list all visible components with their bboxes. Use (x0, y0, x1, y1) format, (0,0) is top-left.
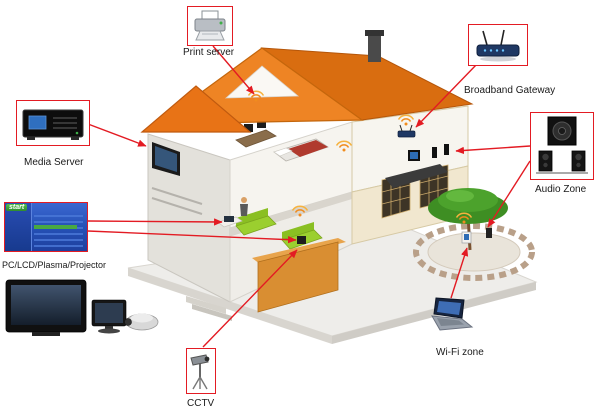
broadband-gateway-label: Broadband Gateway (464, 85, 556, 96)
wifi-zone-device (428, 296, 476, 334)
roof-left-gable (140, 85, 252, 133)
cctv-label: CCTV (187, 398, 215, 409)
chimney (365, 30, 384, 62)
pc-display-callout: start (4, 202, 88, 252)
upstairs-rooms (151, 95, 449, 215)
bed (273, 138, 329, 162)
lcd-monitor (91, 299, 127, 334)
display-devices (5, 279, 159, 336)
outdoor-speaker (486, 228, 492, 238)
media-server-callout (16, 100, 90, 146)
counter-terminal (297, 236, 306, 244)
wireless-router-icon (476, 29, 520, 62)
cctv-camera-icon (190, 354, 210, 390)
printer-icon (194, 10, 226, 41)
audio-zone-label: Audio Zone (535, 184, 587, 195)
laptop-icon (431, 297, 474, 331)
patio-circle (413, 223, 535, 281)
start-menu-screen-icon: start (5, 203, 87, 251)
print-server-label: Print server (183, 47, 235, 58)
plasma-tv (5, 279, 87, 336)
print-server-callout (187, 6, 233, 46)
laptop-device (224, 216, 234, 222)
broadband-gateway-callout (468, 24, 528, 66)
router-device (397, 124, 416, 138)
pc-display-label: PC/LCD/Plasma/Projector (2, 260, 107, 270)
media-server-icon (22, 109, 84, 140)
speaker-system-icon (536, 116, 588, 174)
start-button: start (6, 204, 28, 211)
upstairs-desk (235, 129, 277, 148)
projector (124, 313, 159, 331)
wifi-zone-label: Wi-Fi zone (436, 347, 484, 358)
audio-zone-callout (530, 112, 594, 180)
media-server-label: Media Server (24, 157, 84, 168)
study-desk (385, 144, 449, 188)
cctv-callout (186, 348, 216, 394)
person-figure (240, 197, 248, 216)
